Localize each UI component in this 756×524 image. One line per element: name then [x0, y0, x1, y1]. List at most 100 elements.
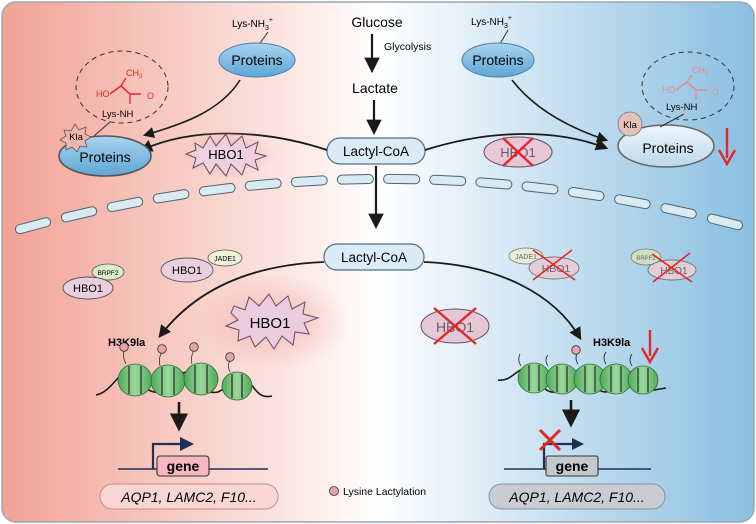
right-kla-label: Kla: [623, 120, 637, 131]
left-target-genes-box: [99, 483, 279, 510]
lysine-lactylation-legend-marker: [329, 486, 339, 496]
membrane-segment: [244, 178, 282, 191]
right-nucleosome-2: [545, 363, 579, 395]
left-lactyl-bonds: [109, 85, 141, 95]
left-hbo1-complex-b-label: HBO1: [172, 265, 202, 277]
membrane-segment: [290, 175, 328, 187]
right-promoter-cross-b: [538, 428, 562, 452]
membrane-segment: [567, 187, 605, 201]
right-o-label: O: [712, 87, 719, 97]
right-lactylation-mark: [571, 345, 581, 355]
right-kla-circle: [617, 111, 643, 137]
right-hbo1-complex-b-label: HBO1: [660, 266, 688, 277]
right-acylation-arrow: [424, 133, 609, 151]
left-lys-nh3-label: Lys-NH3+: [232, 17, 273, 32]
membrane-segment: [614, 194, 651, 210]
membrane-segment: [198, 182, 236, 197]
left-o-label: O: [147, 91, 154, 101]
lactyl-coa-box-middle: [323, 243, 425, 271]
right-modified-protein-shape: [617, 124, 715, 168]
right-complex-a-cross-1: [532, 249, 576, 281]
right-lys-nh-label: Lys-NH: [666, 102, 697, 113]
right-ch3-label: CH3: [692, 65, 709, 77]
right-lys-bond: [499, 29, 509, 45]
left-nucleosome-4: [221, 371, 253, 401]
right-modified-protein-label: Proteins: [642, 140, 693, 156]
left-hbo1-star: [184, 133, 268, 177]
left-jade1-label: JADE1: [214, 256, 236, 263]
left-nucleosome-2: [150, 364, 186, 398]
right-brpf2-label: BRPF2: [636, 256, 656, 262]
left-chromatin: [95, 342, 273, 401]
bottom-right-hbo1-cross-b: [433, 307, 477, 345]
glycolysis-label: Glycolysis: [384, 41, 431, 53]
right-target-genes-label: AQP1, LAMC2, F10...: [508, 489, 644, 505]
membrane-segment: [706, 213, 743, 231]
left-gene-box: [156, 455, 210, 477]
left-protein-arrow: [142, 79, 241, 138]
left-hbo1-complex-a-label: HBO1: [73, 283, 103, 295]
membrane-segment: [60, 206, 98, 223]
right-ho-label: HO: [662, 85, 676, 95]
right-nucleosome-5: [627, 365, 659, 395]
left-promoter-arrowhead: [180, 437, 194, 451]
membrane-segment: [336, 173, 374, 185]
left-hbo1-complex-b: [160, 257, 214, 283]
lactyl-coa-label-top: Lactyl-CoA: [343, 144, 409, 159]
left-ch3-label: CH3: [126, 68, 143, 80]
right-kla-bond: [659, 113, 685, 128]
right-protein-label: Proteins: [472, 52, 523, 68]
lactate-label: Lactate: [352, 80, 398, 96]
left-nucleosome-1: [117, 363, 153, 397]
lactyl-coa-label-middle: Lactyl-CoA: [341, 250, 407, 265]
right-gene-label: gene: [556, 458, 589, 474]
left-hbo1-complex-a: [62, 276, 114, 300]
left-target-genes-label: AQP1, LAMC2, F10...: [120, 489, 256, 505]
right-methyl-bond: [686, 74, 693, 83]
right-histone-arrow: [423, 261, 582, 341]
right-jade1-label: JADE1: [515, 254, 537, 261]
right-hbo1-complex-b: [647, 259, 697, 281]
right-lactyl-bonds: [675, 81, 707, 91]
left-brpf2-label: BRPF2: [98, 270, 119, 277]
left-brpf2-shape: [91, 263, 125, 281]
membrane-segment: [521, 181, 559, 195]
right-target-genes-box: [488, 483, 666, 510]
left-hbo1-label: HBO1: [208, 147, 243, 162]
membrane-segment: [429, 174, 467, 187]
left-nucleosome-3: [183, 362, 219, 396]
right-h3k9la-label: H3K9la: [593, 337, 631, 349]
left-kla-bond: [93, 121, 111, 137]
right-chromatin: [497, 345, 667, 395]
right-promoter-arrowhead: [572, 438, 584, 450]
left-h3k9la-label: H3K9la: [108, 337, 146, 349]
right-protein-shape: [461, 42, 535, 78]
membrane-segment: [475, 177, 513, 190]
left-protein-shape: [218, 42, 296, 78]
lactyl-coa-box-top: [326, 137, 426, 165]
membrane-segment: [14, 217, 52, 235]
right-protein-arrow: [511, 79, 609, 143]
right-brpf2-shape: [630, 248, 662, 266]
right-lactyl-group-circle: [641, 51, 735, 121]
left-kla-label: Kla: [69, 132, 83, 143]
right-hbo1-cross-b: [502, 137, 534, 167]
left-lactyl-group-circle: [75, 50, 169, 124]
right-lys-nh3-label: Lys-NH3+: [471, 15, 512, 30]
membrane-segment: [383, 173, 421, 185]
right-protein-decrease-arrow-head: [717, 149, 737, 167]
membrane-segment: [106, 196, 144, 213]
left-jade1-shape: [207, 249, 243, 267]
glucose-label: Glucose: [351, 14, 403, 30]
left-ho-label: HO: [96, 89, 110, 99]
right-complex-b-cross-2: [652, 252, 691, 283]
right-nucleosome-1: [517, 362, 551, 394]
bottom-left-hbo1-label: HBO1: [250, 315, 291, 332]
left-gene-label: gene: [167, 458, 200, 474]
right-gene-box: [545, 455, 599, 477]
bottom-left-hbo1-star: [224, 293, 320, 350]
nuclear-membrane: [14, 173, 743, 235]
left-protein-label: Proteins: [231, 52, 282, 68]
